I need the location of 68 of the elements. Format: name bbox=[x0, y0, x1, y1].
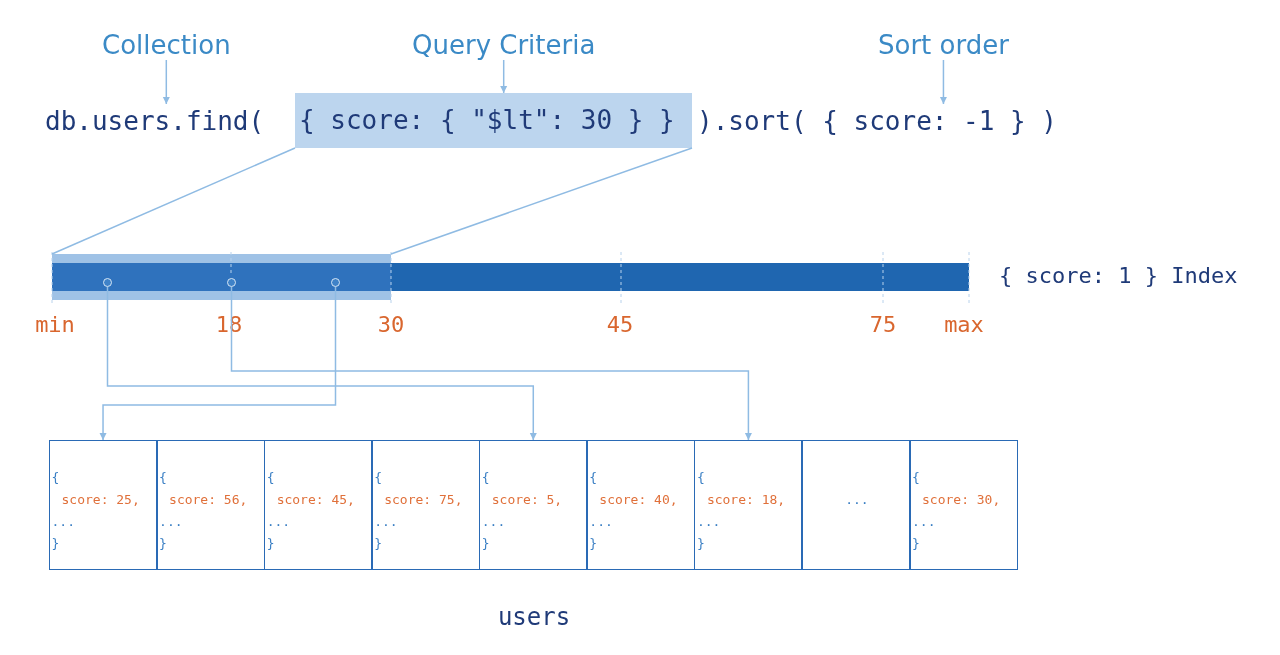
code-line: ... bbox=[50, 513, 76, 531]
document-card bbox=[801, 440, 911, 570]
document-card bbox=[693, 440, 803, 570]
zoom-line bbox=[51, 147, 296, 255]
code-line: ... bbox=[480, 513, 507, 531]
code-line: score: 45, bbox=[275, 491, 356, 509]
range-highlight bbox=[52, 254, 391, 300]
document-card bbox=[156, 440, 266, 570]
code-line: { bbox=[480, 469, 491, 487]
axis-label: 45 bbox=[606, 312, 634, 337]
code-line: } bbox=[588, 535, 599, 553]
code-text: ).sort( { score: -1 } ) bbox=[697, 104, 1058, 138]
highlighted-query: { score: { "$lt": 30 } } bbox=[295, 93, 692, 148]
code-text: db.users.find( bbox=[45, 104, 265, 138]
code-line: } bbox=[911, 535, 921, 553]
arrow bbox=[230, 286, 752, 441]
code-line: ... bbox=[911, 513, 937, 531]
code-line: { bbox=[588, 469, 599, 487]
callout-label: Query Criteria bbox=[412, 30, 596, 60]
axis-label: 30 bbox=[377, 312, 405, 337]
code-line: score: 56, bbox=[168, 491, 249, 509]
arrow bbox=[106, 286, 537, 441]
code-line: { bbox=[265, 469, 276, 487]
index-point bbox=[331, 278, 340, 287]
index-point bbox=[103, 278, 112, 287]
code-line: ... bbox=[265, 513, 292, 531]
document-card bbox=[48, 440, 158, 570]
index-bar bbox=[391, 263, 969, 291]
code-line: { bbox=[158, 469, 168, 487]
code-line: score: 18, bbox=[705, 491, 787, 509]
arrow bbox=[500, 59, 508, 94]
code-line: } bbox=[50, 535, 61, 553]
collection-label: users bbox=[496, 602, 572, 633]
document-card bbox=[371, 440, 481, 570]
axis-label: max bbox=[944, 312, 984, 337]
index-label: { score: 1 } Index bbox=[999, 262, 1238, 290]
code-line: ... bbox=[588, 513, 614, 531]
code-line: } bbox=[480, 535, 491, 553]
code-line: score: 40, bbox=[598, 491, 679, 509]
code-line: } bbox=[265, 535, 276, 553]
code-line: { bbox=[911, 469, 921, 487]
callout-label: Collection bbox=[102, 30, 231, 60]
code-line: } bbox=[373, 535, 383, 553]
code-line: score: 5, bbox=[490, 491, 564, 509]
code-line: ... bbox=[373, 513, 399, 531]
document-card bbox=[586, 440, 696, 570]
code-line: } bbox=[158, 535, 168, 553]
axis-label: min bbox=[35, 312, 75, 337]
arrow bbox=[162, 59, 170, 105]
code-line: } bbox=[695, 535, 706, 553]
code-line: ... bbox=[695, 513, 722, 531]
arrow bbox=[99, 286, 337, 441]
arrow bbox=[939, 59, 947, 105]
code-line: score: 75, bbox=[383, 491, 464, 509]
document-card bbox=[478, 440, 588, 570]
index-point bbox=[227, 278, 236, 287]
code-line: { bbox=[695, 469, 706, 487]
code-line: { bbox=[373, 469, 383, 487]
code-line: score: 25, bbox=[60, 491, 141, 509]
callout-label: Sort order bbox=[878, 30, 1009, 60]
code-line: ... bbox=[844, 491, 870, 509]
code-line: score: 30, bbox=[921, 491, 1002, 509]
axis-label: 75 bbox=[869, 312, 897, 337]
document-card bbox=[263, 440, 373, 570]
document-card bbox=[909, 440, 1019, 570]
code-line: ... bbox=[158, 513, 184, 531]
zoom-line bbox=[390, 147, 693, 255]
code-line: { bbox=[50, 469, 61, 487]
